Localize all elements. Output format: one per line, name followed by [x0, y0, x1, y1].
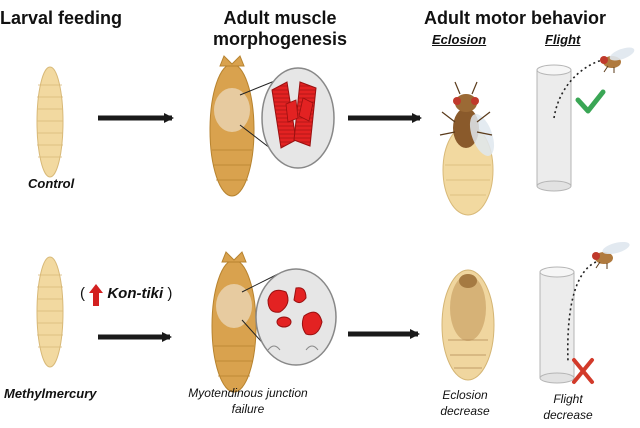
caption-flight-line1: Flight	[553, 392, 583, 406]
caption-mtj-line1: Myotendinous junction	[188, 386, 308, 400]
flight-tube-control-icon	[536, 57, 613, 192]
pupa-methylmercury-icon	[211, 251, 257, 393]
gene-name: Kon-tiki	[107, 285, 164, 302]
eclosion-failure-icon	[441, 269, 495, 381]
gene-label: ( Kon-tiki )	[80, 285, 172, 302]
caption-flight-line2: decrease	[543, 408, 593, 422]
caption-eclosion-line2: decrease	[440, 404, 490, 418]
header-muscle-line2: morphogenesis	[212, 29, 348, 49]
fly-control-icon	[600, 47, 635, 73]
normal-muscle-zoom-icon	[261, 67, 335, 169]
caption-mtj-line2: failure	[231, 402, 265, 416]
subheader-eclosion: Eclosion	[432, 32, 487, 47]
caption-eclosion-line1: Eclosion	[442, 388, 488, 402]
label-control: Control	[28, 176, 75, 191]
pupa-control-icon	[209, 55, 255, 197]
up-arrow-icon	[89, 284, 103, 306]
fly-methylmercury-icon	[592, 241, 630, 269]
defective-muscle-zoom-icon	[255, 268, 337, 366]
check-icon	[575, 89, 606, 114]
label-methylmercury: Methylmercury	[4, 386, 97, 401]
larva-methylmercury-icon	[36, 256, 64, 368]
larva-control-icon	[36, 66, 64, 178]
header-muscle-line1: Adult muscle	[223, 8, 337, 28]
gene-open-paren: (	[80, 285, 85, 302]
eclosion-success-icon	[439, 81, 495, 216]
header-larval-feeding: Larval feeding	[0, 8, 123, 28]
flight-tube-methylmercury-icon	[539, 261, 597, 384]
subheader-flight: Flight	[545, 32, 581, 47]
gene-close-paren: )	[167, 285, 173, 302]
cross-icon	[572, 358, 594, 384]
header-motor-behavior: Adult motor behavior	[423, 8, 606, 28]
